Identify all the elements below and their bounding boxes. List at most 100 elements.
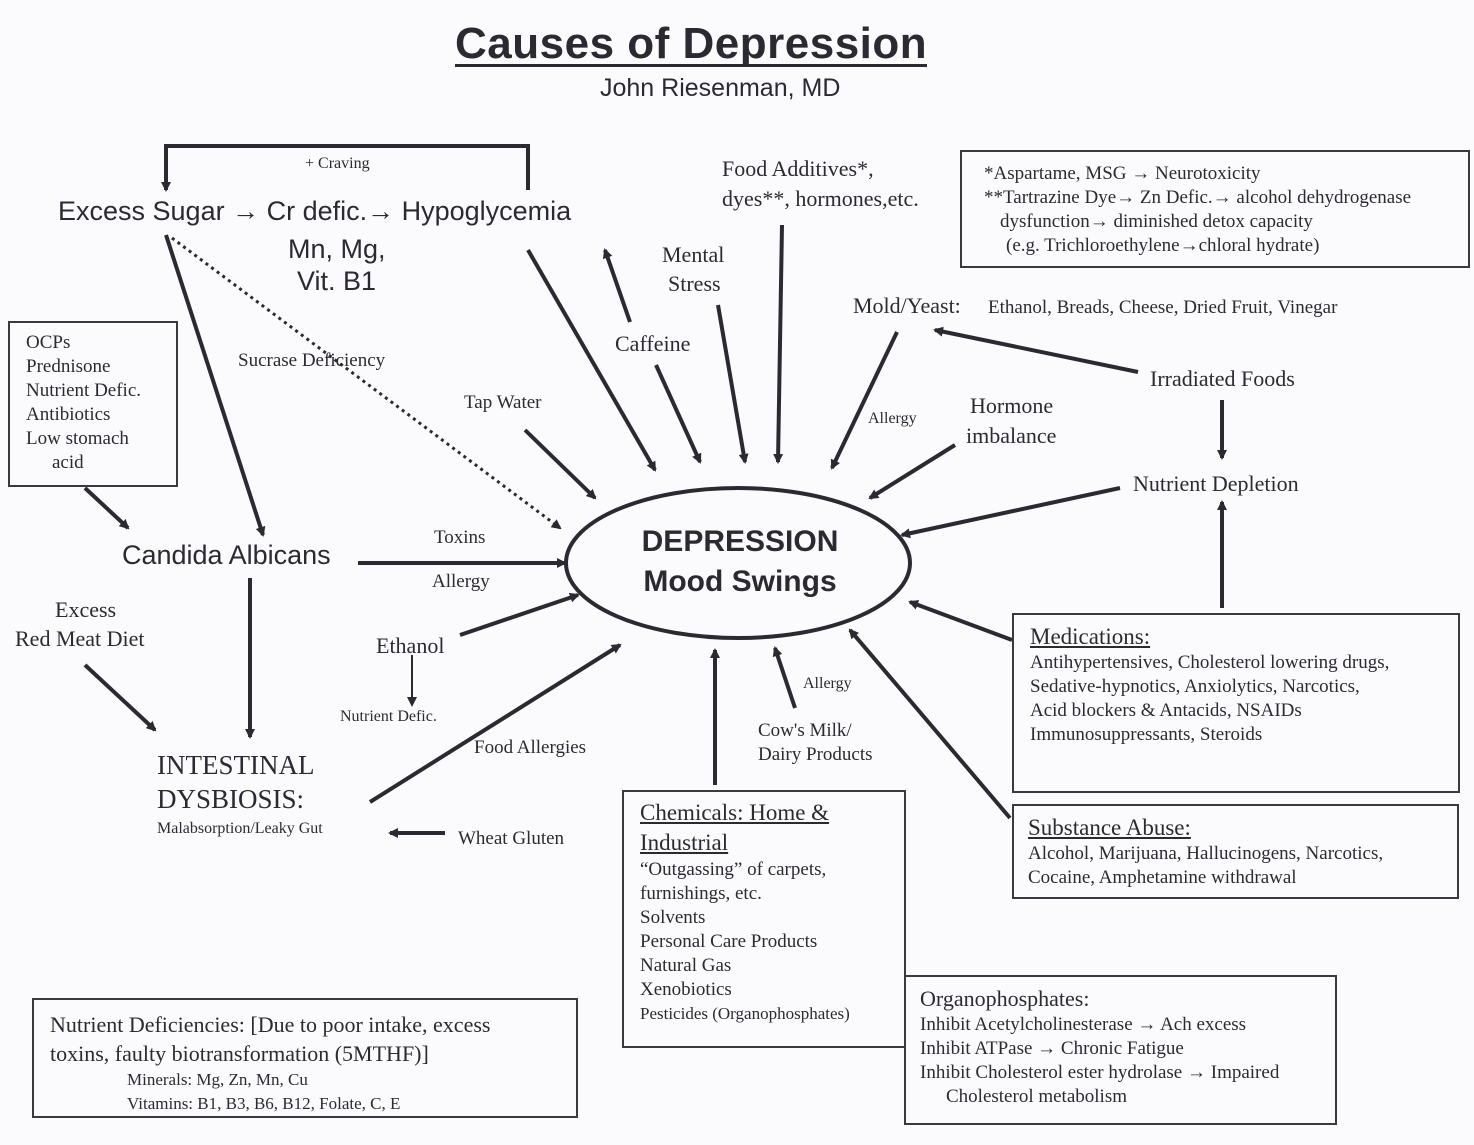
medications-heading: Medications: [1030,624,1151,649]
ethanol-label: Ethanol [376,633,445,658]
medication-line: Sedative-hypnotics, Anxiolytics, Narcoti… [1030,676,1360,697]
nutrient-deficiencies-box: Nutrient Deficiencies: [Due to poor inta… [32,998,578,1118]
arrow-caffeine-hypo [602,248,632,323]
allergy-mold-label: Allergy [868,410,917,427]
substance-line: Cocaine, Amphetamine withdrawal [1028,867,1297,888]
cause-item: Nutrient Defic. [26,380,142,401]
sucrase-label: Sucrase Deficiency [238,350,386,371]
craving-loop-arrow [161,144,530,192]
arrow-additives [773,224,784,464]
medications-box: Medications: Antihypertensives, Choleste… [1012,613,1460,793]
chemical-item: Natural Gas [640,955,732,976]
center-line-1: DEPRESSION [641,525,839,558]
chemicals-heading-2: Industrial [640,830,729,855]
cause-item: acid [52,452,84,473]
arrow-medications [908,600,1013,642]
cause-item: OCPs [26,332,71,353]
author: John Riesenman, MD [600,74,841,102]
minerals-line: Minerals: Mg, Zn, Mn, Cu [127,1070,308,1089]
excess-sugar-chain: Excess Sugar → Cr defic.→ Hypoglycemia [58,196,572,226]
arrow-hypoglycemia [526,249,657,472]
hormone-2: imbalance [966,423,1057,448]
chemical-item: “Outgassing” of carpets, [640,859,827,880]
hormone-1: Hormone [970,393,1054,418]
mold-yeast-label: Mold/Yeast: [853,293,961,318]
medication-line: Antihypertensives, Cholesterol lowering … [1030,652,1390,673]
note-line: (e.g. Trichloroethylene→chloral hydrate) [1006,235,1320,256]
organophosphate-line: Cholesterol metabolism [946,1086,1128,1107]
arrow-sugar-candida [164,234,266,537]
arrow-hormone [868,443,957,500]
arrow-tap-water [523,428,597,500]
chemicals-heading-1: Chemicals: Home & [640,800,830,825]
organophosphate-line: Inhibit Acetylcholinesterase → Ach exces… [920,1014,1247,1035]
candida-albicans: Candida Albicans [122,540,331,570]
cause-item: Antibiotics [26,404,111,425]
chemical-item: Xenobiotics [640,979,732,1000]
organophosphates-box: Organophosphates: Inhibit Acetylcholines… [904,975,1337,1125]
note-line: *Aspartame, MSG → Neurotoxicity [984,163,1261,184]
nutrient-def-line-2: toxins, faulty biotransformation (5MTHF)… [50,1041,429,1066]
candida-causes-box: OCPs Prednisone Nutrient Defic. Antibiot… [8,321,178,487]
cows-milk-2: Dairy Products [758,744,873,765]
note-line: dysfunction→ diminished detox capacity [1000,211,1313,232]
organophosphates-heading: Organophosphates: [920,986,1090,1011]
substance-line: Alcohol, Marijuana, Hallucinogens, Narco… [1028,843,1384,864]
chemicals-box: Chemicals: Home & Industrial “Outgassing… [622,790,906,1048]
center-line-2: Mood Swings [643,565,837,598]
chemical-item: Pesticides (Organophosphates) [640,1004,850,1023]
cr-defic-sub2: Vit. B1 [297,266,377,296]
arrow-stress [716,304,749,464]
arrow-ethanol [459,592,580,637]
substance-heading: Substance Abuse: [1028,815,1191,840]
mental-stress-2: Stress [668,271,721,296]
allergy-milk-label: Allergy [803,675,852,692]
allergy-candida-label: Allergy [432,571,490,592]
caffeine-label: Caffeine [615,331,691,356]
cr-defic-sub1: Mn, Mg, [288,234,386,264]
dysbiosis-3: Malabsorption/Leaky Gut [157,820,323,837]
chemical-item: furnishings, etc. [640,883,762,904]
food-additives-2: dyes**, hormones,etc. [722,186,919,211]
arrow-mold [830,331,899,470]
nutrient-defic-label: Nutrient Defic. [340,708,437,725]
arrow-redmeat [83,663,157,732]
center-node: DEPRESSION Mood Swings [575,522,905,602]
excess-red-2: Red Meat Diet [15,626,145,651]
tap-water-label: Tap Water [464,392,542,413]
food-allergies-label: Food Allergies [474,737,587,758]
toxins-label: Toxins [434,527,486,548]
cause-item: Low stomach [26,428,129,449]
mental-stress-1: Mental [662,242,725,267]
dysbiosis-1: INTESTINAL [157,750,315,780]
additives-note-box: *Aspartame, MSG → Neurotoxicity **Tartra… [960,150,1470,268]
wheat-gluten-label: Wheat Gluten [458,828,565,849]
arrow-substance [848,628,1012,820]
chemical-item: Solvents [640,907,706,928]
excess-red-1: Excess [55,597,117,622]
medication-line: Acid blockers & Antacids, NSAIDs [1030,700,1302,721]
cows-milk-1: Cow's Milk/ [758,720,852,741]
arrow-dysbiosis [368,643,622,804]
cause-item: Prednisone [26,356,111,377]
arrow-milk [772,646,797,709]
page-title: Causes of Depression [455,20,928,67]
arrow-depletion [900,486,1121,539]
arrow-causes-candida [83,486,130,530]
vitamins-line: Vitamins: B1, B3, B6, B12, Folate, C, E [127,1094,401,1113]
irradiated-foods: Irradiated Foods [1150,366,1295,391]
chemical-item: Personal Care Products [640,931,818,952]
organophosphate-line: Inhibit ATPase → Chronic Fatigue [920,1038,1184,1059]
arrow-irradiated-mold [933,326,1139,374]
food-additives-1: Food Additives*, [722,156,874,181]
organophosphate-line: Inhibit Cholesterol ester hydrolase → Im… [920,1062,1280,1083]
dysbiosis-2: DYSBIOSIS: [157,784,305,814]
mold-yeast-detail: Ethanol, Breads, Cheese, Dried Fruit, Vi… [988,297,1338,318]
nutrient-def-line-1: Nutrient Deficiencies: [Due to poor inta… [50,1012,491,1037]
nutrient-depletion: Nutrient Depletion [1133,471,1299,496]
note-line: **Tartrazine Dye→ Zn Defic.→ alcohol deh… [984,187,1412,208]
medication-line: Immunosuppressants, Steroids [1030,724,1263,745]
substance-abuse-box: Substance Abuse: Alcohol, Marijuana, Hal… [1012,804,1459,899]
arrow-caffeine [654,364,702,464]
